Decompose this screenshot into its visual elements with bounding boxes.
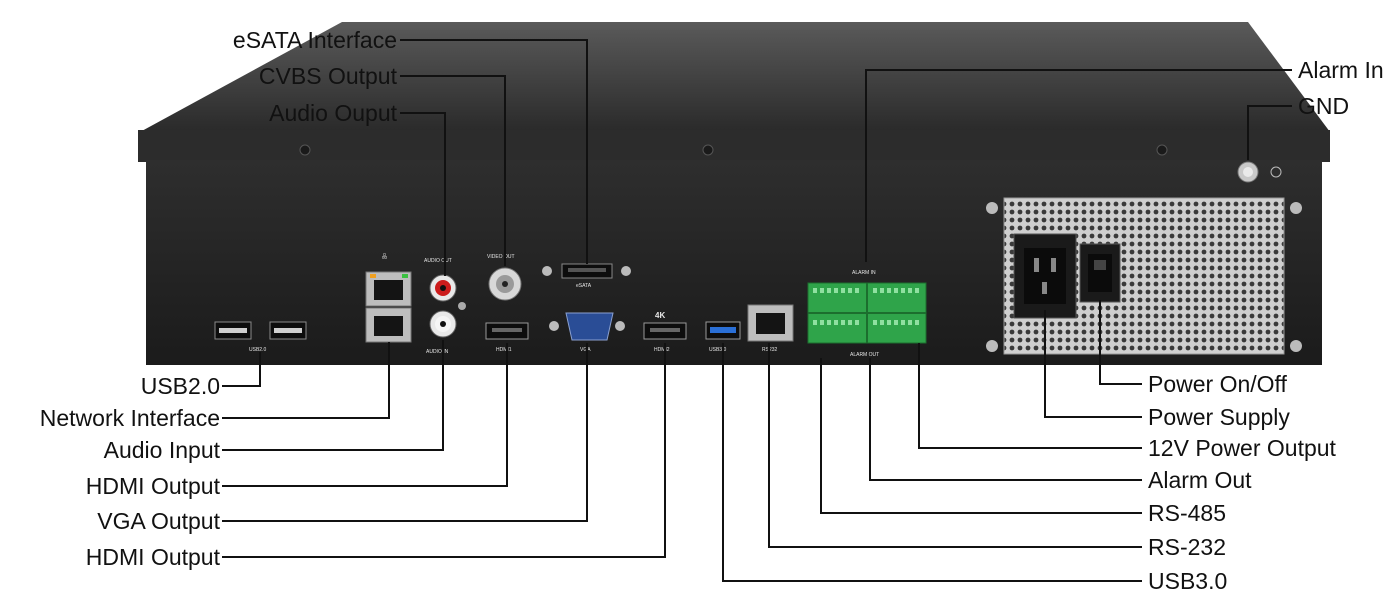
label-audio-output: Audio Ouput: [269, 100, 397, 126]
label-esata-interface: eSATA Interface: [232, 27, 397, 53]
leader-cvbs: [400, 75, 506, 266]
svg-text:AUDIO OUT: AUDIO OUT: [424, 258, 452, 264]
audio-ports: AUDIO OUT AUDIO IN: [424, 258, 466, 355]
ground-screw: [1237, 161, 1282, 183]
svg-text:4K: 4K: [655, 311, 665, 320]
leader-alarm-in: [865, 69, 1292, 262]
leader-power-onoff: [1099, 300, 1142, 385]
leader-12v-output: [918, 343, 1142, 449]
label-alarm-out: Alarm Out: [1148, 467, 1252, 493]
label-rs232: RS-232: [1148, 534, 1226, 560]
svg-text:AUDIO IN: AUDIO IN: [426, 349, 449, 355]
svg-text:USB3.0: USB3.0: [709, 347, 726, 353]
leader-audio-input: [222, 340, 444, 451]
hdmi1-port: HDMI1: [485, 322, 529, 353]
network-ports: 品: [365, 254, 412, 343]
leader-usb2: [222, 352, 261, 387]
leader-power-supply: [1044, 310, 1142, 418]
leader-rs232: [768, 343, 1142, 548]
label-usb3: USB3.0: [1148, 568, 1228, 594]
leader-audio-output: [400, 112, 446, 276]
hdmi2-port: 4K HDMI2: [643, 311, 687, 353]
label-gnd: GND: [1298, 93, 1350, 119]
label-hdmi-output-1: HDMI Output: [85, 473, 220, 499]
leader-esata: [400, 39, 588, 264]
svg-text:ALARM OUT: ALARM OUT: [850, 352, 879, 358]
esata-port: eSATA: [542, 263, 631, 289]
leader-network: [222, 342, 390, 419]
svg-text:eSATA: eSATA: [576, 283, 592, 289]
label-audio-input: Audio Input: [103, 437, 220, 463]
power-supply-module: [986, 197, 1302, 355]
leader-alarm-out: [869, 358, 1142, 481]
leader-usb3: [722, 343, 1142, 582]
svg-text:HDMI2: HDMI2: [654, 347, 670, 353]
chassis-top: [140, 22, 1330, 132]
svg-text:HDMI1: HDMI1: [496, 347, 512, 353]
label-usb2: USB2.0: [140, 373, 220, 399]
rs232-port: RS232: [747, 304, 794, 353]
label-power-onoff: Power On/Off: [1148, 371, 1287, 397]
svg-text:VGA: VGA: [580, 347, 591, 353]
leader-hdmi1: [222, 343, 508, 487]
label-network-interface: Network Interface: [39, 405, 220, 431]
label-hdmi-output-2: HDMI Output: [85, 544, 220, 570]
usb2-ports: USB2.0: [214, 321, 307, 353]
leader-vga: [222, 343, 588, 522]
svg-text:VIDEO OUT: VIDEO OUT: [487, 254, 515, 260]
label-power-supply: Power Supply: [1148, 404, 1290, 430]
usb2-port-label: USB2.0: [249, 347, 266, 353]
svg-text:品: 品: [382, 254, 387, 260]
leader-gnd: [1247, 105, 1292, 160]
chassis-lip: [138, 130, 1330, 162]
leader-hdmi2: [222, 343, 666, 558]
cvbs-bnc-port: VIDEO OUT: [487, 254, 522, 301]
label-cvbs-output: CVBS Output: [258, 63, 397, 89]
leader-rs485: [820, 358, 1142, 514]
label-12v-power-output: 12V Power Output: [1148, 435, 1336, 461]
label-alarm-in: Alarm In: [1298, 57, 1384, 83]
terminal-blocks: ALARM IN ALARM OUT: [807, 270, 927, 358]
vga-port: VGA: [549, 312, 625, 353]
label-rs485: RS-485: [1148, 500, 1226, 526]
svg-text:ALARM IN: ALARM IN: [852, 270, 876, 276]
label-vga-output: VGA Output: [97, 508, 220, 534]
usb3-port: USB3.0: [705, 321, 741, 353]
